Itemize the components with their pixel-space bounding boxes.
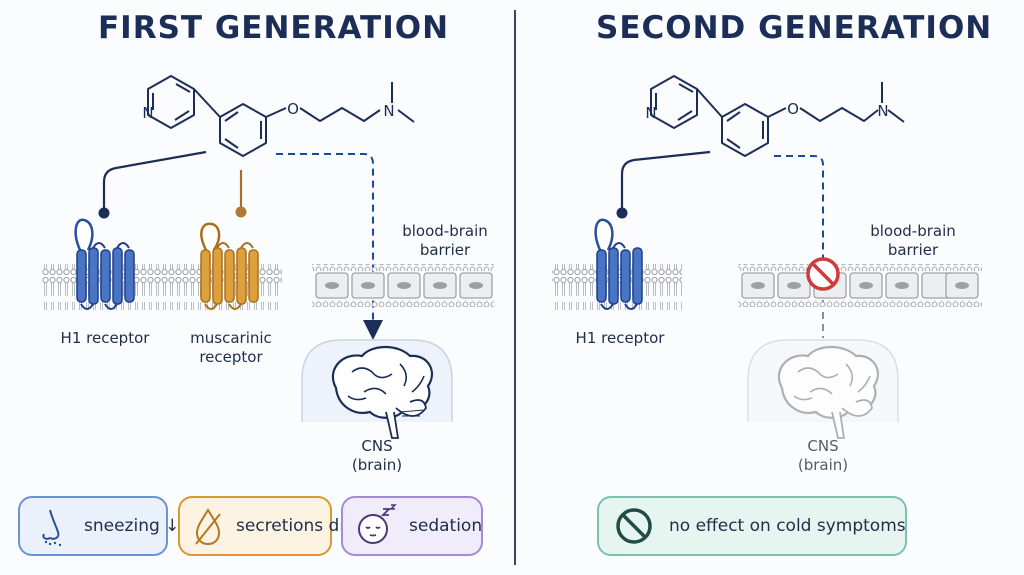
second-molecule bbox=[650, 75, 905, 157]
first-bbb-label-line1: blood-brain bbox=[402, 222, 488, 240]
cns-penetration-arrow bbox=[276, 153, 383, 340]
first-cns-label-line1: CNS bbox=[361, 437, 393, 455]
second-cns-label-line2: (brain) bbox=[797, 456, 849, 474]
effect-sedation-label: sedation bbox=[409, 516, 483, 536]
effect-no-effect: no effect on cold symptoms bbox=[597, 496, 907, 556]
effect-sneezing-label: sneezing ↓ bbox=[84, 516, 180, 536]
second-h1-binding-dot bbox=[616, 207, 628, 219]
second-bbb-label-line1: blood-brain bbox=[870, 222, 956, 240]
blocked-penetration-line bbox=[774, 155, 824, 258]
second-amine-nitrogen-label: N bbox=[877, 102, 888, 120]
oxygen-atom-label: O bbox=[287, 100, 299, 118]
muscarinic-label-line1: muscarinic bbox=[190, 329, 272, 347]
first-cns-label-line2: (brain) bbox=[351, 456, 403, 474]
first-h1-receptor bbox=[74, 218, 135, 310]
second-h1-receptor bbox=[594, 218, 643, 310]
muscarinic-receptor bbox=[200, 222, 259, 310]
second-generation-title: SECOND GENERATION bbox=[596, 10, 993, 46]
no-droplet-icon bbox=[195, 508, 221, 546]
amine-nitrogen-label: N bbox=[383, 102, 394, 120]
first-molecule bbox=[147, 75, 415, 157]
first-h1-receptor-label: H1 receptor bbox=[60, 329, 150, 347]
sleeping-face-icon bbox=[358, 504, 397, 544]
muscarinic-binding-dot bbox=[235, 206, 247, 218]
effect-secretions: secretions dry bbox=[178, 496, 356, 556]
effect-sneezing: sneezing ↓ bbox=[18, 496, 179, 556]
first-brain-icon bbox=[301, 339, 453, 439]
muscarinic-label-line2: receptor bbox=[199, 348, 263, 366]
effect-secretions-label: secretions dry bbox=[236, 516, 357, 536]
first-blood-brain-barrier bbox=[312, 264, 494, 307]
h1-binding-dot bbox=[98, 207, 110, 219]
first-bbb-label-line2: barrier bbox=[419, 241, 471, 259]
effect-sedation: sedation bbox=[341, 496, 483, 556]
effect-no-effect-label: no effect on cold symptoms bbox=[669, 516, 906, 536]
second-h1-binding-line bbox=[620, 150, 711, 208]
panel-divider bbox=[514, 10, 516, 565]
blocked-icon bbox=[806, 257, 840, 291]
second-blood-brain-barrier bbox=[738, 264, 982, 307]
second-oxygen-atom-label: O bbox=[787, 100, 799, 118]
prohibited-icon bbox=[616, 508, 652, 544]
h1-binding-line bbox=[102, 150, 207, 210]
second-h1-receptor-label: H1 receptor bbox=[575, 329, 665, 347]
first-generation-title: FIRST GENERATION bbox=[98, 10, 450, 46]
second-nitrogen-atom-label: N bbox=[645, 104, 656, 122]
nitrogen-atom-label: N bbox=[142, 104, 153, 122]
second-cns-label-line1: CNS bbox=[807, 437, 839, 455]
second-bbb-label-line2: barrier bbox=[887, 241, 939, 259]
second-brain-icon bbox=[747, 339, 899, 439]
nose-icon bbox=[42, 509, 62, 547]
